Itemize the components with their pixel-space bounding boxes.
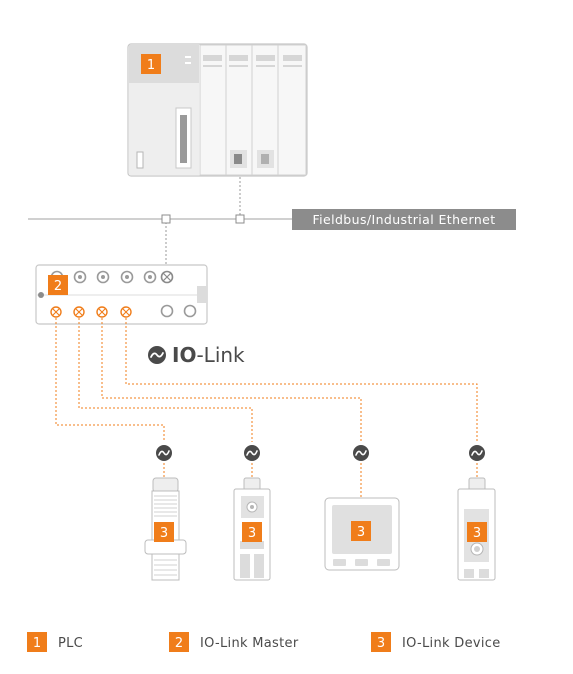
master-badge: 2 xyxy=(48,275,68,295)
legend-item-iolink-device: 3 IO-Link Device xyxy=(371,632,501,652)
legend-label: PLC xyxy=(58,636,83,651)
device-badge: 3 xyxy=(357,525,365,540)
master-ports-bottom xyxy=(50,304,197,318)
fieldbus-label-box: Fieldbus/Industrial Ethernet xyxy=(292,209,516,230)
iolink-logo: IO-Link xyxy=(148,343,245,367)
legend-badge: 2 xyxy=(175,636,183,651)
device-badge: 3 xyxy=(248,526,256,541)
legend-item-plc: 1 PLC xyxy=(27,632,83,652)
iolink-icon xyxy=(469,445,485,461)
svg-text:2: 2 xyxy=(54,279,62,294)
plc-io-modules xyxy=(199,44,307,176)
connector-icons xyxy=(156,445,485,461)
iolink-icon xyxy=(353,445,369,461)
device-cylindrical-sensor: 3 xyxy=(144,477,187,581)
fieldbus-label: Fieldbus/Industrial Ethernet xyxy=(312,212,495,227)
legend-badge: 3 xyxy=(377,636,385,651)
plc-unit: 1 xyxy=(127,43,308,177)
iolink-cables xyxy=(55,318,478,498)
iolink-icon xyxy=(148,346,166,364)
device-badge: 3 xyxy=(160,526,168,541)
iolink-master: 2 xyxy=(35,264,208,325)
device-optical-sensor: 3 xyxy=(457,477,496,581)
iolink-logo-bold: IO xyxy=(172,343,196,367)
legend-label: IO-Link Device xyxy=(402,636,501,651)
fieldbus-line: Fieldbus/Industrial Ethernet xyxy=(28,177,516,265)
svg-text:1: 1 xyxy=(147,58,155,73)
device-display-unit: 3 xyxy=(324,497,400,571)
iolink-logo-rest: -Link xyxy=(196,343,245,367)
device-slim-sensor: 3 xyxy=(233,477,271,581)
legend: 1 PLC 2 IO-Link Master 3 IO-Link Device xyxy=(27,632,501,652)
svg-text:IO-Link: IO-Link xyxy=(172,343,245,367)
iolink-icon xyxy=(244,445,260,461)
device-badge: 3 xyxy=(473,526,481,541)
iolink-icon xyxy=(156,445,172,461)
legend-badge: 1 xyxy=(33,636,41,651)
plc-badge: 1 xyxy=(141,54,161,74)
legend-item-iolink-master: 2 IO-Link Master xyxy=(169,632,299,652)
legend-label: IO-Link Master xyxy=(200,636,299,651)
